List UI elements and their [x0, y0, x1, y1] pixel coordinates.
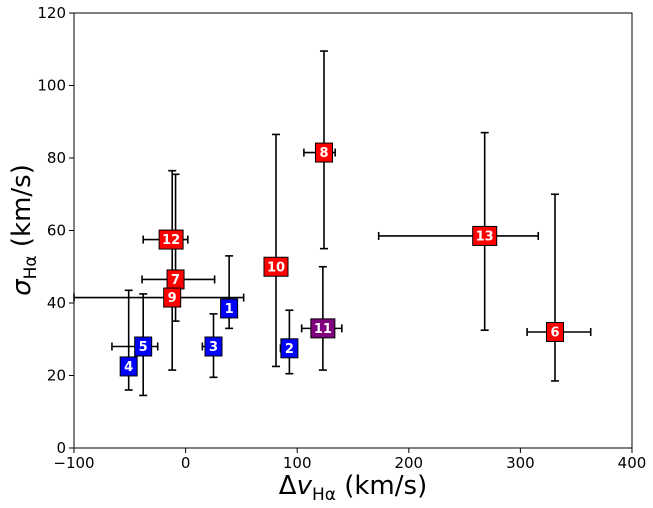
x-tick-label: −100	[53, 454, 94, 472]
data-point-3: 3	[204, 336, 223, 357]
data-point-12: 12	[158, 229, 184, 250]
data-point-10: 10	[263, 256, 289, 277]
data-point-1: 1	[220, 298, 239, 319]
x-axis-label: ΔvHα (km/s)	[279, 471, 427, 505]
data-point-6: 6	[545, 322, 564, 342]
data-point-marker	[119, 356, 138, 377]
x-axis: −100 0 100 200 300 400	[53, 448, 646, 472]
data-point-label: 3	[209, 340, 218, 355]
error-bar-13	[377, 131, 540, 331]
data-point-13: 13	[472, 225, 498, 246]
x-tick-label: 400	[618, 454, 647, 472]
data-point-9: 9	[163, 287, 182, 308]
y-tick-label: 80	[47, 149, 66, 167]
data-point-label: 12	[162, 233, 180, 248]
y-tick-label: 0	[56, 439, 66, 457]
data-point-2: 2	[280, 338, 299, 359]
error-bar-6	[526, 193, 592, 382]
data-point-4: 4	[119, 356, 138, 377]
data-point-marker	[472, 225, 498, 246]
data-point-marker	[545, 322, 564, 342]
x-tick-label: 200	[394, 454, 423, 472]
data-point-label: 10	[267, 260, 285, 275]
plot-frame	[73, 12, 633, 449]
data-point-label: 13	[476, 229, 494, 244]
data-point-marker	[158, 229, 184, 250]
y-tick-label: 120	[37, 4, 66, 22]
data-point-marker	[263, 256, 289, 277]
data-point-label: 6	[550, 326, 559, 341]
data-point-marker	[134, 336, 153, 357]
data-point-label: 1	[225, 302, 234, 317]
y-tick-label: 60	[47, 222, 66, 240]
data-point-label: 2	[285, 342, 294, 357]
data-point-label: 4	[124, 360, 133, 375]
x-tick-label: 100	[283, 454, 312, 472]
data-point-marker	[280, 338, 299, 359]
y-tick-label: 20	[47, 367, 66, 385]
y-tick-label: 40	[47, 294, 66, 312]
data-point-label: 11	[314, 322, 332, 337]
data-point-marker	[314, 142, 333, 163]
data-point-marker	[204, 336, 223, 357]
data-point-marker	[220, 298, 239, 319]
data-point-marker	[310, 318, 336, 339]
error-bar-10	[271, 133, 280, 368]
y-axis: 0 20 40 60 80 100 120	[37, 4, 74, 457]
data-point-label: 5	[139, 340, 148, 355]
data-point-8: 8	[314, 142, 333, 163]
x-tick-label: 0	[181, 454, 191, 472]
data-point-7: 7	[166, 269, 185, 290]
x-tick-label: 300	[506, 454, 535, 472]
data-point-label: 7	[171, 273, 180, 288]
y-axis-label: σHα (km/s)	[7, 164, 41, 296]
data-point-11: 11	[310, 318, 336, 339]
data-point-5: 5	[134, 336, 153, 357]
y-tick-label: 100	[37, 77, 66, 95]
data-point-label: 8	[319, 146, 328, 161]
data-point-label: 9	[168, 291, 177, 306]
data-point-marker	[163, 287, 182, 308]
